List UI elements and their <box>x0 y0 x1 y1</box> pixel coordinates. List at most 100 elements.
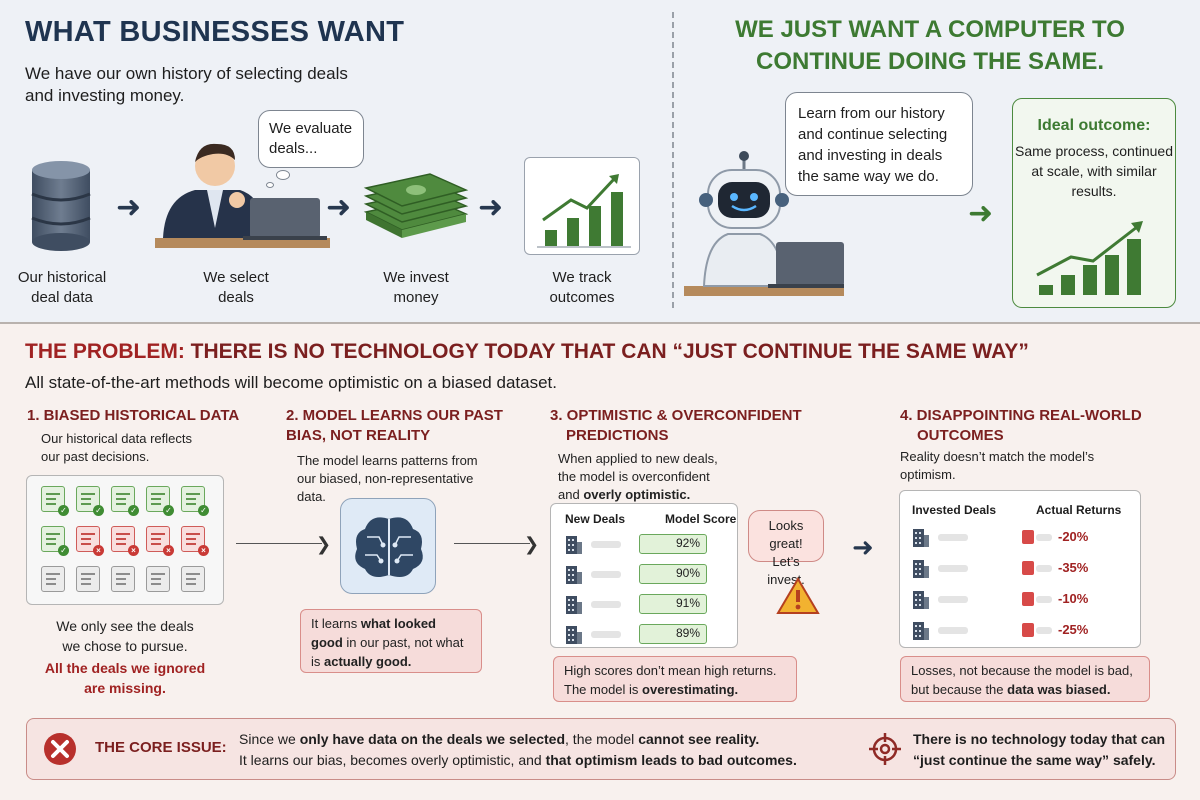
arrow-line <box>236 543 322 544</box>
building-icon <box>566 626 582 644</box>
problem-subtitle: All state-of-the-art methods will become… <box>25 373 557 392</box>
ideal-outcome-title: Ideal outcome: <box>1037 117 1151 134</box>
growth-chart-icon <box>524 157 640 255</box>
brain-icon <box>340 498 436 594</box>
robot-speech-bubble: Learn from our history and continue sele… <box>785 92 973 196</box>
section-divider <box>672 12 674 308</box>
intro-text: We have our own history of selecting dea… <box>25 64 348 105</box>
selected-deal-document-icon: ✓ <box>41 526 69 556</box>
deal-documents-grid: ✓✓✓✓✓✓×××× <box>26 475 224 605</box>
growth-chart-icon <box>1036 221 1143 295</box>
error-x-icon <box>44 733 76 765</box>
loss-marker-icon <box>1022 623 1034 637</box>
selected-deal-document-icon: ✓ <box>76 486 104 516</box>
rejected-deal-document-icon: × <box>76 526 104 556</box>
core-issue-right-text: There is no technology today that can“ju… <box>913 731 1166 768</box>
core-issue-label: THE CORE ISSUE: <box>95 739 227 756</box>
selected-deal-document-icon: ✓ <box>146 486 174 516</box>
rejected-deal-document-icon: × <box>146 526 174 556</box>
building-icon <box>566 536 582 554</box>
looks-great-bubble: Looks great!Let’s invest. <box>748 510 824 587</box>
thought-dot-icon <box>266 182 274 188</box>
problem-title: THE PROBLEM: THERE IS NO TECHNOLOGY TODA… <box>25 340 1029 363</box>
placeholder-bar <box>938 565 968 572</box>
col1-heading: 1. BIASED HISTORICAL DATA <box>27 407 240 424</box>
rejected-deal-document-icon: × <box>181 526 209 556</box>
thought-dot-icon <box>276 170 290 180</box>
col2-callout: It learns what looked good in our past, … <box>300 609 482 673</box>
table-header-invested-deals: Invested Deals <box>912 503 997 517</box>
core-issue-banner: THE CORE ISSUE: Since we only have data … <box>26 718 1176 780</box>
arrow-right-icon: ➜ <box>116 191 142 224</box>
building-icon <box>566 596 582 614</box>
thought-bubble: We evaluate deals... <box>258 110 364 168</box>
placeholder-bar <box>591 571 621 578</box>
arrow-head-icon: ❯ <box>524 534 540 554</box>
core-issue-text: Since we only have data on the deals we … <box>239 731 797 768</box>
missing-deal-document-icon <box>76 566 100 592</box>
database-icon <box>31 161 91 251</box>
model-score-value: 90% <box>639 564 707 584</box>
money-stack-icon <box>363 173 469 238</box>
ideal-outcome-text: Same process, continued at scale, with s… <box>1015 143 1173 199</box>
placeholder-bar <box>591 601 621 608</box>
arrow-head-icon: ❯ <box>316 534 332 554</box>
model-score-value: 92% <box>639 534 707 554</box>
selected-deal-document-icon: ✓ <box>41 486 69 516</box>
actual-return-value: -20% <box>1058 529 1089 544</box>
building-icon <box>566 566 582 584</box>
missing-deal-document-icon <box>41 566 65 592</box>
green-arrow-icon: ➜ <box>968 197 994 230</box>
loss-marker-icon <box>1022 592 1034 606</box>
placeholder-bar <box>1036 596 1052 603</box>
table-header-model-score: Model Score <box>665 512 737 526</box>
missing-deal-document-icon <box>181 566 205 592</box>
table-header-actual-returns: Actual Returns <box>1036 503 1122 517</box>
model-score-table: New Deals Model Score 92%90%91%89% <box>550 503 738 648</box>
model-score-value: 89% <box>639 624 707 644</box>
placeholder-bar <box>938 596 968 603</box>
col4-callout: Losses, not because the model is bad, bu… <box>900 656 1150 702</box>
placeholder-bar <box>1036 534 1052 541</box>
arrow-right-icon: ➜ <box>852 532 874 562</box>
arrow-line <box>454 543 530 544</box>
building-icon <box>913 622 929 640</box>
target-icon <box>869 733 901 765</box>
building-icon <box>913 560 929 578</box>
building-icon <box>913 591 929 609</box>
selected-deal-document-icon: ✓ <box>181 486 209 516</box>
loss-marker-icon <box>1022 561 1034 575</box>
arrow-right-icon: ➜ <box>326 191 352 224</box>
building-icon <box>913 529 929 547</box>
rejected-deal-document-icon: × <box>111 526 139 556</box>
placeholder-bar <box>591 631 621 638</box>
placeholder-bar <box>591 541 621 548</box>
table-header-new-deals: New Deals <box>565 512 626 526</box>
ideal-outcome-panel: Ideal outcome: Same process, continued a… <box>1012 98 1176 308</box>
arrow-right-icon: ➜ <box>478 191 504 224</box>
selected-deal-document-icon: ✓ <box>111 486 139 516</box>
robot-icon <box>684 151 844 296</box>
placeholder-bar <box>938 534 968 541</box>
person-at-laptop-icon <box>155 143 330 248</box>
actual-returns-table: Invested Deals Actual Returns -20%-35%-1… <box>899 490 1141 648</box>
businesses-title: WHAT BUSINESSES WANT <box>25 16 405 48</box>
placeholder-bar <box>938 627 968 634</box>
actual-return-value: -25% <box>1058 622 1089 637</box>
col3-text: When applied to new deals,the model is o… <box>558 451 718 502</box>
warning-icon <box>776 577 820 614</box>
placeholder-bar <box>1036 565 1052 572</box>
loss-marker-icon <box>1022 530 1034 544</box>
missing-deal-document-icon <box>111 566 135 592</box>
